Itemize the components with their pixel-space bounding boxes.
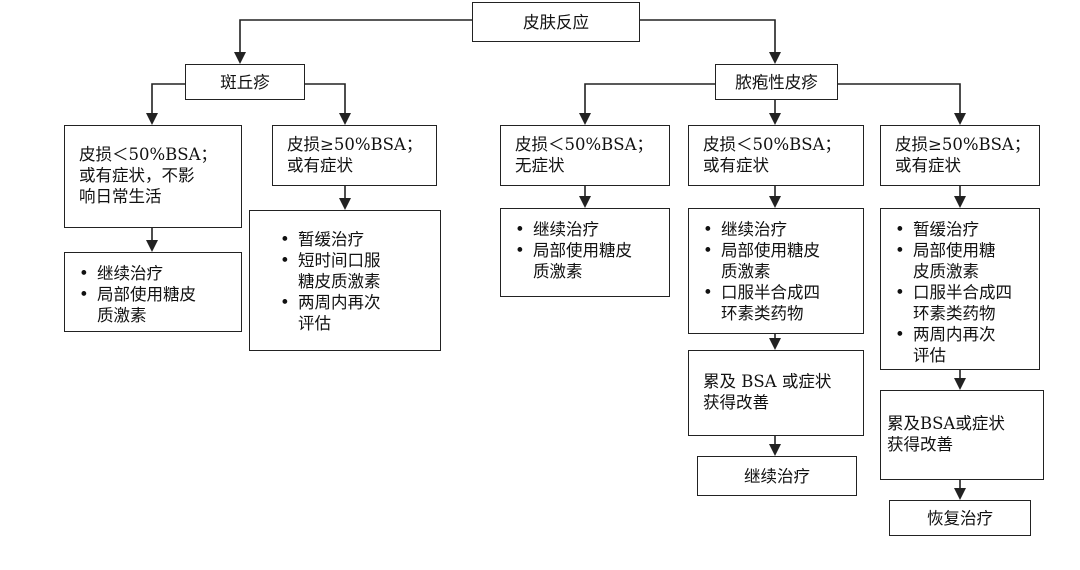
list-item: 暂缓治疗: [895, 219, 1033, 240]
arrowhead: [954, 196, 966, 208]
root-label: 皮肤反应: [523, 12, 589, 32]
list-item: 继续治疗: [703, 219, 857, 240]
arrowhead: [146, 113, 158, 125]
arrowhead: [146, 240, 158, 252]
ps-mild-condition: 皮损＜50%BSA； 无症状: [500, 125, 670, 186]
arrowhead: [579, 196, 591, 208]
ps-moderate-result: 继续治疗: [697, 456, 857, 496]
list-item: 继续治疗: [515, 219, 663, 240]
arrowhead: [769, 196, 781, 208]
list-item: 继续治疗: [79, 263, 235, 284]
maculopapular-label: 斑丘疹: [220, 72, 270, 92]
pustular-label: 脓疱性皮疹: [735, 72, 818, 92]
edge-maculopapular-mild: [151, 83, 185, 115]
ps-moderate-condition: 皮损＜50%BSA； 或有症状: [688, 125, 864, 186]
edge-pustular-severe: [838, 83, 961, 115]
arrowhead: [769, 444, 781, 456]
edge-maculopapular-severe: [305, 83, 346, 115]
arrowhead: [954, 488, 966, 500]
mp-mild-condition: 皮损＜50%BSA； 或有症状，不影 响日常生活: [64, 125, 242, 228]
ps-severe-improvement: 累及BSA或症状 获得改善: [880, 390, 1044, 480]
root-node: 皮肤反应: [472, 2, 640, 42]
arrowhead: [234, 52, 246, 64]
ps-severe-result: 恢复治疗: [889, 500, 1031, 536]
edge-root-maculopapular: [239, 19, 472, 54]
edge-pustular-mild: [584, 83, 715, 115]
arrowhead: [339, 113, 351, 125]
ps-severe-condition: 皮损≥50%BSA； 或有症状: [880, 125, 1040, 186]
arrowhead: [954, 113, 966, 125]
arrowhead: [339, 198, 351, 210]
list-item: 暂缓治疗: [280, 229, 434, 250]
arrowhead: [769, 113, 781, 125]
mp-severe-condition: 皮损≥50%BSA； 或有症状: [272, 125, 437, 186]
arrowhead: [579, 113, 591, 125]
pustular-node: 脓疱性皮疹: [715, 64, 838, 100]
maculopapular-node: 斑丘疹: [185, 64, 305, 100]
arrowhead: [769, 338, 781, 350]
arrowhead: [769, 52, 781, 64]
ps-moderate-improvement: 累及 BSA 或症状 获得改善: [688, 350, 864, 436]
edge-root-pustular: [640, 19, 776, 54]
arrowhead: [954, 378, 966, 390]
